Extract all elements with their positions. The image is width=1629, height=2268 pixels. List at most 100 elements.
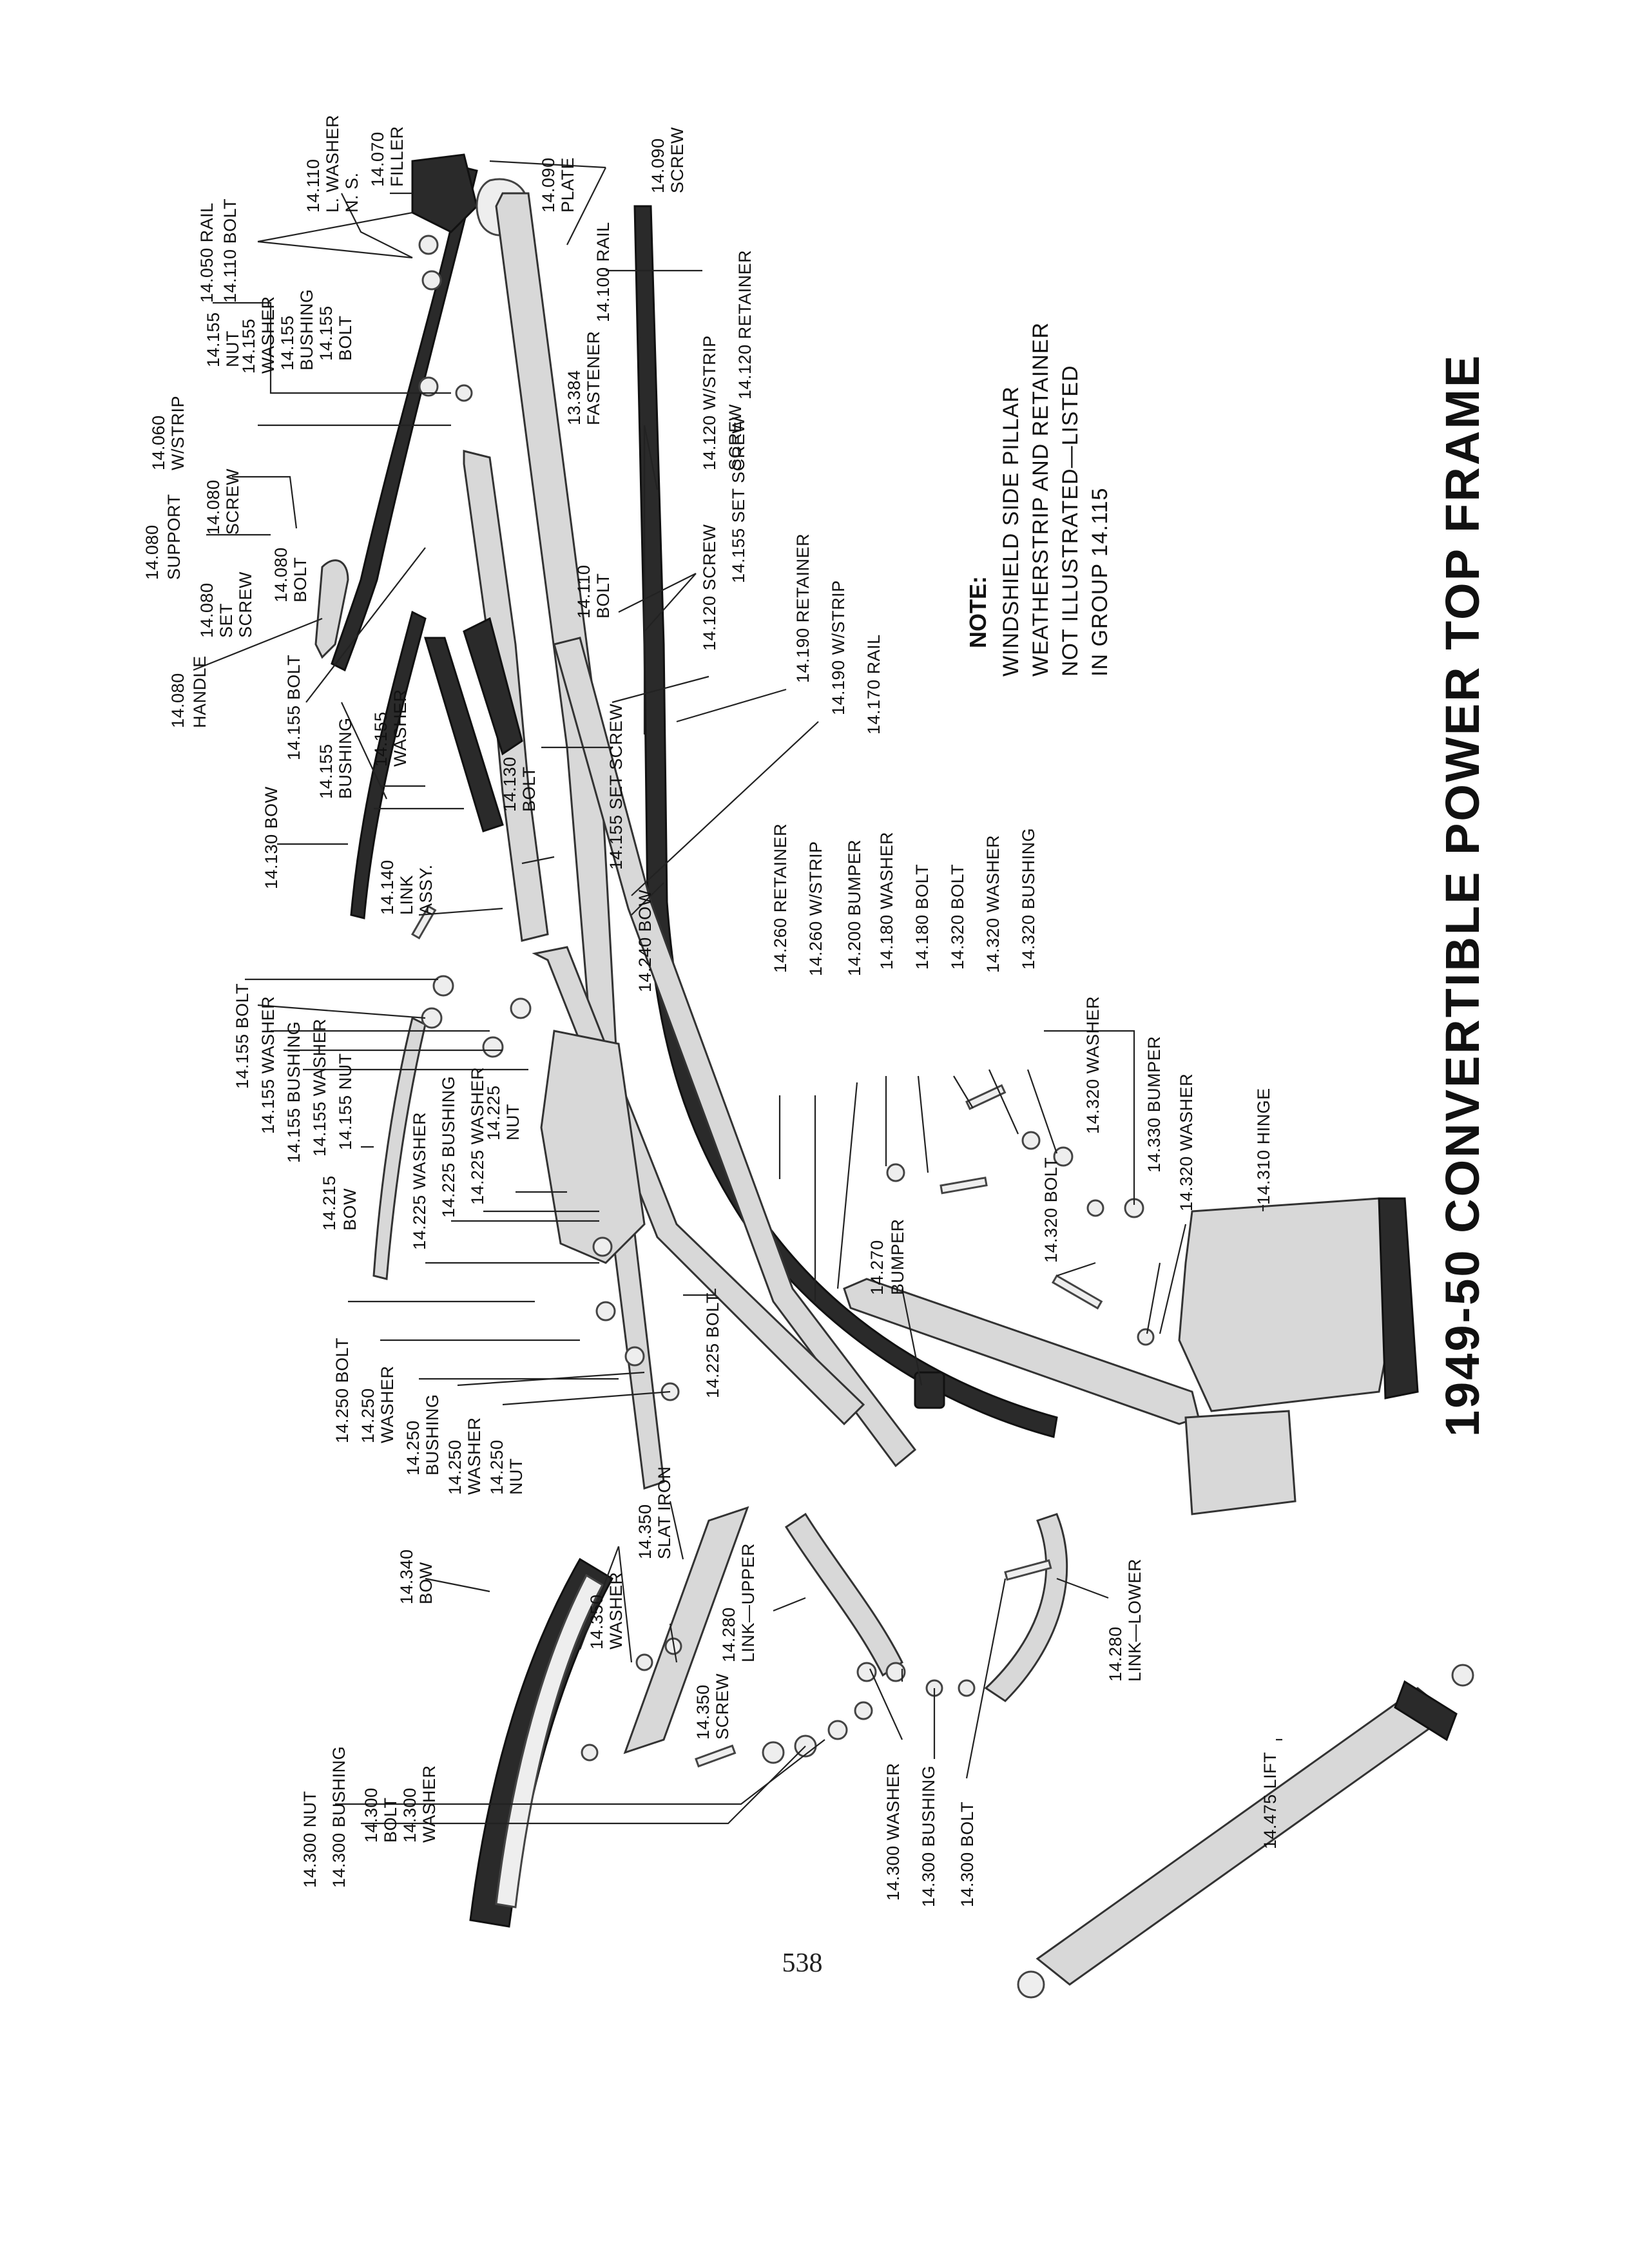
washer [762, 1741, 785, 1764]
callout-c5: 14.090SCREW [648, 127, 687, 193]
callout-c62: 14.250BUSHING [403, 1394, 442, 1475]
callout-c74: 14.300WASHER [400, 1765, 439, 1843]
callout-c34: 14.240 BOW [635, 889, 655, 992]
bow-14240 [532, 946, 865, 1426]
callout-c9: 14.155BOLT [316, 305, 355, 361]
callout-c35: 14.260 RETAINER [771, 823, 790, 973]
handle-14080 [314, 559, 349, 659]
washer [455, 384, 473, 402]
callout-c63: 14.250WASHER [445, 1417, 484, 1495]
callout-c40: 14.320 BOLT [948, 864, 967, 970]
bolt [965, 1084, 1007, 1110]
hinge-14310 [1178, 1197, 1400, 1412]
pivot-bracket [540, 1030, 646, 1264]
callout-c45: 14.155 WASHER [258, 996, 278, 1134]
callout-c21: 14.155 SET SCREW [729, 417, 748, 583]
callout-c33: 14.140LINKASSY. [378, 860, 436, 915]
callout-c16: 14.100 RAIL [593, 222, 613, 322]
page-number: 538 [782, 1948, 823, 1978]
note-line-2: WEATHERSTRIP AND RETAINER [1028, 322, 1053, 677]
callout-c30: 14.155WASHER [371, 689, 410, 767]
washer [624, 1346, 645, 1367]
rail-14170 [553, 637, 917, 1468]
callout-c31: 14.130 BOW [262, 786, 281, 889]
callout-c43: 14.320 WASHER [1083, 996, 1103, 1134]
callout-c60: 14.250 BOLT [333, 1338, 352, 1443]
bolt [695, 1744, 737, 1768]
callout-c64: 14.250NUT [487, 1439, 526, 1495]
callout-c72: 14.300 BUSHING [329, 1746, 349, 1888]
callout-c10: 14.060W/STRIP [149, 396, 188, 470]
callout-c58: 14.270BUMPER [867, 1218, 907, 1295]
washer [432, 975, 454, 997]
callout-c26: 14.170 RAIL [864, 634, 883, 735]
callout-c38: 14.180 WASHER [877, 832, 896, 970]
callout-c76: 14.300 BUSHING [919, 1765, 938, 1907]
washer [885, 1662, 906, 1682]
callout-c22: 14.110BOLT [574, 564, 613, 619]
callout-c7: 14.155WASHER [239, 296, 278, 374]
washer [418, 376, 439, 397]
washer [418, 235, 439, 255]
callout-c57: 14.310 HINGE [1254, 1088, 1273, 1205]
note-line-3: NOT ILLUSTRATED—LISTED [1058, 365, 1083, 677]
washer [854, 1701, 873, 1720]
callout-c37: 14.200 BUMPER [845, 840, 864, 976]
washer [1086, 1199, 1104, 1217]
callout-c18: 14.120 RETAINER [735, 250, 755, 399]
lift-cylinder-end [1394, 1680, 1458, 1742]
washer [1053, 1146, 1074, 1167]
callout-c41: 14.320 WASHER [983, 835, 1003, 973]
washer [827, 1720, 848, 1740]
link-dark-2 [463, 617, 523, 756]
callout-c19: 14.120 W/STRIP [700, 335, 719, 470]
callout-c51: 14.225 BUSHING [439, 1076, 458, 1218]
callout-c61: 14.250WASHER [358, 1365, 397, 1443]
front-rail-14050 [331, 166, 478, 672]
parts-illustration [314, 153, 1474, 1999]
callout-c48: 14.155 NUT [336, 1053, 355, 1150]
leader-lines [193, 160, 1282, 1825]
callout-c56: 14.320 WASHER [1177, 1073, 1196, 1211]
callout-c4: 14.090PLATE [539, 157, 577, 213]
callout-c27: 14.155 SET SCREW [606, 704, 626, 870]
link-lower-14280 [984, 1513, 1068, 1702]
lift-cylinder-14475 [1036, 1687, 1452, 1986]
callout-c66: 14.340BOW [397, 1549, 436, 1604]
note-line-1: WINDSHIELD SIDE PILLAR [999, 386, 1023, 677]
lift-eye-bottom [1017, 1970, 1045, 1999]
callout-c8: 14.155BUSHING [278, 289, 316, 370]
slat-iron-14350 [623, 1506, 749, 1754]
callout-c44: 14.155 BOLT [233, 983, 252, 1089]
callout-c42: 14.320 BUSHING [1019, 828, 1038, 970]
callout-c52: 14.225 WASHER [468, 1067, 487, 1205]
callout-c29: 14.155BUSHING [316, 717, 355, 799]
lift-eye-top [1451, 1664, 1474, 1687]
callout-c73: 14.300BOLT [361, 1787, 400, 1843]
callout-c20: SCREW [726, 404, 745, 470]
washer [510, 997, 532, 1019]
callout-c23: 14.120 SCREW [700, 524, 719, 651]
bolt [1004, 1559, 1052, 1581]
washer [595, 1301, 616, 1321]
callout-c53: 14.225NUT [484, 1085, 523, 1140]
callout-c2: 14.110L. WASHERN. S. [304, 115, 361, 213]
callout-c6: 14.155NUT [204, 312, 242, 367]
note-line-4: IN GROUP 14.115 [1088, 488, 1112, 677]
washer [886, 1163, 905, 1182]
bow-14130 [350, 610, 427, 919]
hinge-14310-dark [1378, 1197, 1419, 1399]
washer [482, 1036, 504, 1058]
callout-c32: 14.130BOLT [500, 756, 539, 812]
hinge-plate [1184, 1410, 1296, 1515]
washer [1137, 1328, 1155, 1346]
callout-c71: 14.300 NUT [300, 1791, 320, 1888]
washer [635, 1653, 653, 1671]
callout-c49: 14.215BOW [320, 1175, 360, 1231]
note-block: NOTE: WINDSHIELD SIDE PILLAR WEATHERSTRI… [965, 322, 1112, 677]
washer [421, 270, 442, 291]
callout-c78: 14.475 LIFT [1260, 1752, 1280, 1849]
